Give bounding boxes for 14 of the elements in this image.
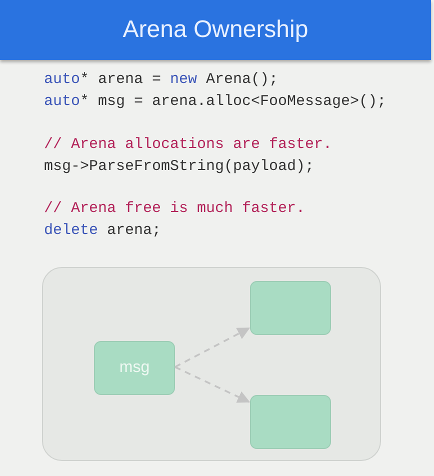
dashed-arrow [174,366,250,403]
code-line: auto* arena = new Arena(); [44,70,278,90]
code-line: // Arena allocations are faster. [44,135,332,155]
object-box [250,281,331,335]
object-box [250,395,331,449]
code-line: auto* msg = arena.alloc<FooMessage>(); [44,92,386,112]
code-line: // Arena free is much faster. [44,199,306,219]
code-line: delete arena; [44,221,162,241]
node-label: msg [119,359,150,377]
title-bar: Arena Ownership [0,0,431,60]
code-line: msg->ParseFromString(payload); [44,157,314,177]
group-container [42,267,381,461]
dashed-arrow [174,327,250,368]
object-box [94,341,175,395]
